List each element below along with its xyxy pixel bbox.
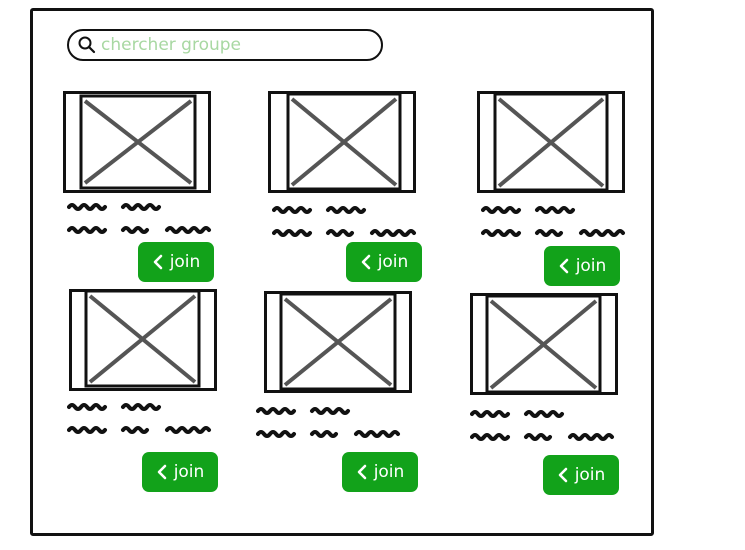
join-label: join [574, 465, 606, 485]
group-description [470, 410, 614, 441]
search-input[interactable] [101, 35, 371, 55]
join-button[interactable]: join [142, 452, 218, 492]
group-card: join [256, 291, 424, 492]
search-bar[interactable] [67, 29, 383, 61]
image-placeholder [69, 289, 217, 391]
chevron-left-icon [360, 254, 372, 270]
chevron-left-icon [558, 258, 570, 274]
app-window [30, 8, 654, 536]
group-card: join [470, 293, 630, 495]
join-label: join [377, 252, 409, 272]
chevron-left-icon [152, 254, 164, 270]
chevron-left-icon [557, 467, 569, 483]
image-placeholder [63, 91, 211, 193]
join-label: join [173, 462, 205, 482]
group-description [67, 403, 211, 434]
group-description [481, 206, 625, 237]
group-card: join [67, 289, 229, 492]
group-description [67, 203, 211, 234]
image-placeholder [264, 291, 412, 393]
group-card: join [63, 91, 223, 291]
join-button[interactable]: join [138, 242, 214, 282]
join-button[interactable]: join [342, 452, 418, 492]
chevron-left-icon [356, 464, 368, 480]
group-card: join [477, 91, 637, 291]
group-description [256, 407, 400, 438]
image-placeholder [268, 91, 416, 193]
join-button[interactable]: join [346, 242, 422, 282]
search-icon [78, 36, 96, 54]
image-placeholder [470, 293, 618, 395]
join-label: join [373, 462, 405, 482]
join-label: join [575, 256, 607, 276]
join-button[interactable]: join [544, 246, 620, 286]
group-description [272, 206, 416, 237]
join-button[interactable]: join [543, 455, 619, 495]
group-card: join [268, 91, 428, 291]
image-placeholder [477, 91, 625, 193]
chevron-left-icon [156, 464, 168, 480]
join-label: join [169, 252, 201, 272]
